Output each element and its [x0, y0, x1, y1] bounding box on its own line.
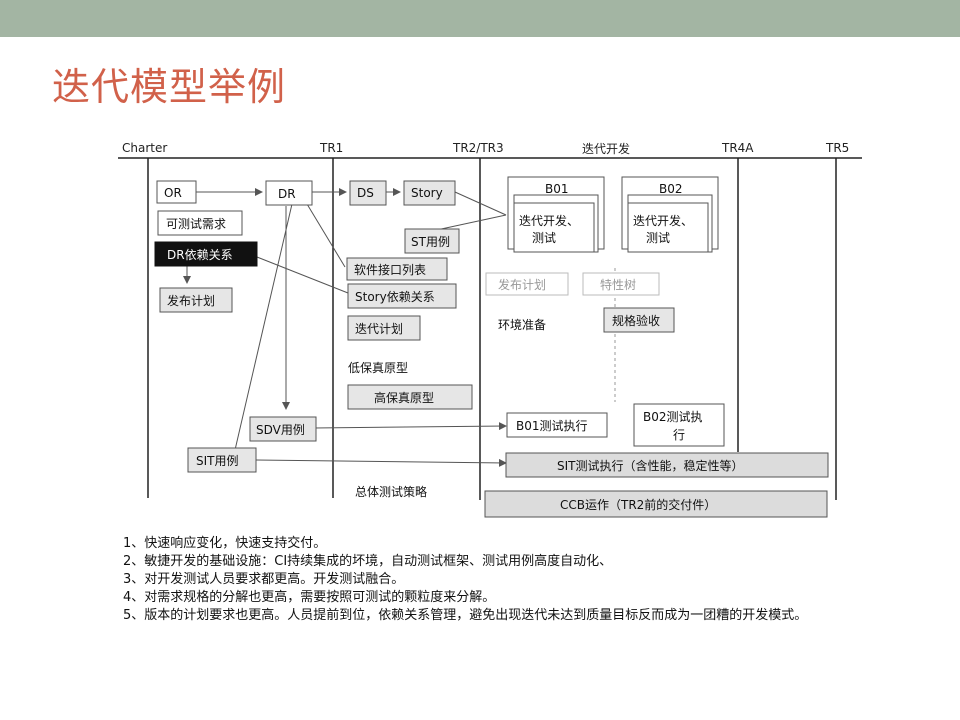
ccb-operation-bar	[484, 490, 828, 518]
b02-front-card	[627, 202, 709, 253]
milestone-label: TR1	[319, 141, 343, 155]
milestone-label: TR5	[825, 141, 849, 155]
dr-dependency-box	[154, 241, 258, 267]
ds-label: DS	[357, 186, 374, 200]
note-item: 3、对开发测试人员要求都更高。开发测试融合。	[123, 572, 405, 587]
iteration-model-diagram: Charter TR1 TR2/TR3 迭代开发 TR4A TR5 OR DR	[118, 141, 862, 518]
st-cases-box	[404, 228, 460, 254]
note-item: 4、对需求规格的分解也更高，需要按照可测试的颗粒度来分解。	[123, 590, 496, 605]
milestone-label: TR4A	[721, 141, 754, 155]
note-item: 2、敏捷开发的基础设施：CI持续集成的坏境，自动测试框架、测试用例高度自动化、	[123, 554, 613, 569]
iteration-plan-label: 迭代计划	[355, 322, 403, 336]
testable-req-label: 可测试需求	[166, 216, 226, 231]
or-box	[156, 180, 197, 204]
milestone-label: Charter	[122, 141, 167, 155]
feature-tree-box	[582, 272, 660, 296]
b01-label: B01	[545, 182, 569, 196]
feature-tree-label: 特性树	[600, 277, 636, 292]
notes-list: 1、快速响应变化，快速支持交付。 2、敏捷开发的基础设施：CI持续集成的坏境，自…	[123, 535, 853, 625]
slide-title: 迭代模型举例	[52, 65, 287, 109]
spec-acceptance-box	[603, 307, 675, 333]
sw-interface-list-box	[346, 257, 448, 281]
or-label: OR	[164, 186, 182, 200]
b02-label: B02	[659, 182, 683, 196]
release-plan-box	[159, 287, 233, 313]
release-plan-label: 发布计划	[167, 293, 215, 308]
story-label: Story	[411, 186, 443, 200]
st-cases-label: ST用例	[411, 235, 450, 249]
story-dependency-box	[347, 283, 457, 309]
b02-test-exec-box	[633, 403, 725, 447]
ccb-operation-label: CCB运作（TR2前的交付件）	[560, 497, 716, 512]
story-box	[403, 180, 456, 206]
b02-content-line: 迭代开发、	[633, 213, 693, 228]
dr-box	[265, 180, 313, 206]
sit-cases-label: SIT用例	[196, 454, 239, 468]
sit-test-exec-bar	[505, 452, 829, 478]
b01-test-exec-label: B01测试执行	[516, 418, 588, 433]
sit-test-exec-label: SIT测试执行（含性能，稳定性等）	[557, 458, 744, 473]
dr-label: DR	[278, 187, 296, 201]
milestone-label: 迭代开发	[582, 141, 630, 156]
high-fidelity-proto-label: 高保真原型	[374, 390, 434, 405]
iteration-plan-box	[347, 315, 421, 341]
b01-content-line: 迭代开发、	[519, 213, 579, 228]
milestone-label: TR2/TR3	[452, 141, 504, 155]
b01-content-line: 测试	[532, 230, 556, 245]
env-prep-box	[485, 311, 569, 337]
b02-content-line: 测试	[646, 230, 670, 245]
overall-test-strategy-box	[347, 479, 449, 503]
spec-acceptance-label: 规格验收	[612, 313, 660, 328]
b02-test-exec-label: 行	[673, 428, 685, 442]
ds-box	[349, 180, 387, 206]
b02-test-exec-label: B02测试执	[643, 409, 703, 424]
low-fidelity-proto-box	[339, 354, 425, 380]
story-dependency-label: Story依赖关系	[355, 289, 435, 304]
low-fidelity-proto-label: 低保真原型	[348, 361, 408, 375]
note-item: 5、版本的计划要求也更高。人员提前到位，依赖关系管理，避免出现迭代未达到质量目标…	[123, 608, 808, 623]
sdv-cases-label: SDV用例	[256, 423, 305, 437]
sdv-cases-box	[249, 416, 317, 442]
b01-test-exec-box	[506, 412, 608, 438]
b01-front-card	[513, 202, 595, 253]
overall-test-strategy-label: 总体测试策略	[355, 484, 427, 499]
header-band	[0, 0, 960, 37]
sw-interface-list-label: 软件接口列表	[354, 262, 426, 277]
sit-cases-box	[187, 447, 257, 473]
release-plan-grey-box	[485, 272, 569, 296]
release-plan-grey-label: 发布计划	[498, 277, 546, 292]
testable-req-box	[157, 210, 243, 236]
env-prep-label: 环境准备	[498, 317, 546, 332]
note-item: 1、快速响应变化，快速支持交付。	[123, 536, 327, 551]
dr-dependency-label: DR依赖关系	[167, 247, 233, 262]
high-fidelity-proto-box	[347, 384, 473, 410]
